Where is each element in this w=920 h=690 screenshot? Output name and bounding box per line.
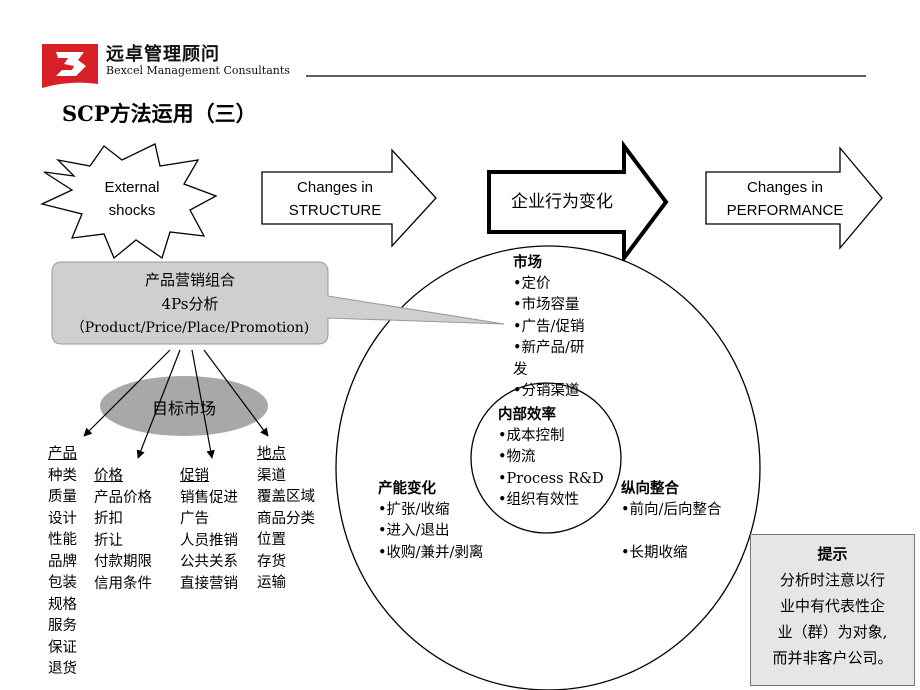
list-item: 发 bbox=[513, 361, 528, 378]
structure-line-2: STRUCTURE bbox=[288, 202, 382, 219]
promotion-column: 促销 销售促进 广告 人员推销 公共关系 直接营销 bbox=[180, 466, 238, 595]
performance-arrow bbox=[705, 146, 883, 250]
capacity-change-block: 产能变化 •扩张/收缩 •进入/退出 •收购/兼并/剥离 bbox=[378, 478, 483, 564]
list-item: 存货 bbox=[257, 553, 286, 570]
marketing-mix-callout bbox=[51, 261, 505, 345]
tip-line: 而并非客户公司。 bbox=[772, 649, 893, 667]
performance-line-1: Changes in bbox=[747, 179, 823, 196]
company-name-cn: 远卓管理顾问 bbox=[106, 44, 220, 65]
arrow-to-place bbox=[203, 349, 269, 437]
list-item: 退货 bbox=[48, 661, 77, 677]
performance-line-2: PERFORMANCE bbox=[726, 202, 844, 219]
shocks-line-1: External bbox=[104, 179, 160, 196]
list-item: 覆盖区域 bbox=[257, 489, 315, 505]
price-column: 价格 产品价格 折扣 折让 付款期限 信用条件 bbox=[94, 466, 152, 595]
company-logo-icon bbox=[42, 44, 98, 88]
performance-label: Changes in PERFORMANCE bbox=[700, 176, 870, 222]
list-item: 产品价格 bbox=[94, 489, 152, 506]
list-item: 商品分类 bbox=[257, 510, 315, 527]
list-item: •新产品/研 bbox=[513, 340, 585, 356]
market-block: 市场 •定价 •市场容量 •广告/促销 •新产品/研 发 •分销渠道 bbox=[513, 252, 584, 403]
capacity-heading: 产能变化 bbox=[378, 480, 436, 497]
marketing-mix-line-3: （Product/Price/Place/Promotion) bbox=[70, 320, 310, 336]
marketing-mix-line-2: 4Ps分析 bbox=[161, 295, 219, 313]
marketing-mix-line-1: 产品营销组合 bbox=[144, 271, 235, 289]
list-item: 直接营销 bbox=[180, 575, 238, 592]
list-item: 销售促进 bbox=[180, 489, 238, 506]
list-item: 人员推销 bbox=[180, 532, 238, 549]
list-item: •收购/兼并/剥离 bbox=[378, 544, 484, 561]
list-item: •物流 bbox=[498, 449, 536, 465]
vertical-heading: 纵向整合 bbox=[621, 480, 679, 497]
tip-line: 业中有代表性企 bbox=[779, 597, 885, 615]
list-item: •前向/后向整合 bbox=[621, 501, 722, 518]
list-item: •组织有效性 bbox=[498, 492, 580, 508]
list-item: •扩张/收缩 bbox=[378, 501, 450, 518]
vertical-integration-block: 纵向整合 •前向/后向整合 •长期收缩 bbox=[621, 478, 721, 564]
list-item: 付款期限 bbox=[94, 554, 152, 570]
list-item: •定价 bbox=[513, 275, 551, 292]
promotion-heading: 促销 bbox=[180, 468, 209, 484]
list-item: 包装 bbox=[48, 575, 77, 591]
product-heading: 产品 bbox=[48, 446, 77, 462]
product-column: 产品 种类 质量 设计 性能 品牌 包装 规格 服务 保证 退货 bbox=[48, 444, 77, 681]
list-item: 位置 bbox=[257, 532, 286, 548]
list-item: 品牌 bbox=[48, 553, 77, 570]
list-item bbox=[621, 521, 721, 543]
list-item: •Process R&D bbox=[498, 470, 604, 487]
list-item: •市场容量 bbox=[513, 297, 580, 313]
price-heading: 价格 bbox=[94, 468, 123, 484]
list-item: 服务 bbox=[48, 618, 77, 634]
internal-efficiency-block: 内部效率 •成本控制 •物流 •Process R&D •组织有效性 bbox=[498, 404, 604, 512]
conduct-arrow bbox=[487, 140, 669, 264]
page-title: SCP方法运用（三） bbox=[62, 101, 257, 126]
list-item: 信用条件 bbox=[94, 575, 152, 592]
list-item: 规格 bbox=[48, 596, 77, 613]
list-item: 设计 bbox=[48, 510, 77, 527]
list-item: 性能 bbox=[48, 532, 77, 548]
list-item: •进入/退出 bbox=[378, 523, 450, 539]
internal-efficiency-circle bbox=[470, 382, 622, 534]
structure-line-1: Changes in bbox=[297, 179, 373, 196]
market-heading: 市场 bbox=[513, 254, 542, 271]
list-item: 广告 bbox=[180, 511, 209, 527]
arrow-to-product bbox=[83, 349, 171, 437]
target-market-ellipse bbox=[100, 376, 268, 436]
conduct-label: 企业行为变化 bbox=[511, 192, 613, 211]
list-item: •长期收缩 bbox=[621, 544, 688, 561]
company-name-en: Bexcel Management Consultants bbox=[106, 64, 290, 77]
external-shocks-label: External shocks bbox=[80, 176, 184, 222]
list-item: 公共关系 bbox=[180, 554, 238, 570]
list-item: 保证 bbox=[48, 639, 77, 656]
list-item: 折让 bbox=[94, 532, 123, 549]
tip-line: 分析时注意以行 bbox=[779, 571, 885, 589]
list-item: •分销渠道 bbox=[513, 383, 580, 399]
target-market-label: 目标市场 bbox=[151, 399, 216, 418]
list-item: 折扣 bbox=[94, 511, 123, 527]
external-shocks-starburst bbox=[40, 143, 218, 260]
structure-arrow bbox=[261, 148, 437, 248]
tip-heading: 提示 bbox=[817, 545, 848, 563]
marketing-mix-text: 产品营销组合 4Ps分析 （Product/Price/Place/Promot… bbox=[52, 268, 328, 340]
list-item: 运输 bbox=[257, 575, 286, 591]
list-item: •成本控制 bbox=[498, 427, 565, 444]
tip-line: 业（群）为对象, bbox=[777, 623, 888, 641]
arrow-to-price bbox=[136, 349, 181, 459]
list-item: 渠道 bbox=[257, 467, 286, 484]
tip-box: 提示 分析时注意以行 业中有代表性企 业（群）为对象, 而并非客户公司。 bbox=[750, 534, 915, 686]
arrow-to-promotion bbox=[191, 349, 215, 459]
structure-label: Changes in STRUCTURE bbox=[262, 176, 408, 222]
list-item: 种类 bbox=[48, 467, 77, 484]
list-item: •广告/促销 bbox=[513, 318, 585, 335]
internal-heading: 内部效率 bbox=[498, 406, 556, 423]
shocks-line-2: shocks bbox=[108, 202, 156, 219]
list-item: 质量 bbox=[48, 489, 77, 505]
place-column: 地点 渠道 覆盖区域 商品分类 位置 存货 运输 bbox=[257, 444, 315, 595]
place-heading: 地点 bbox=[257, 446, 286, 462]
